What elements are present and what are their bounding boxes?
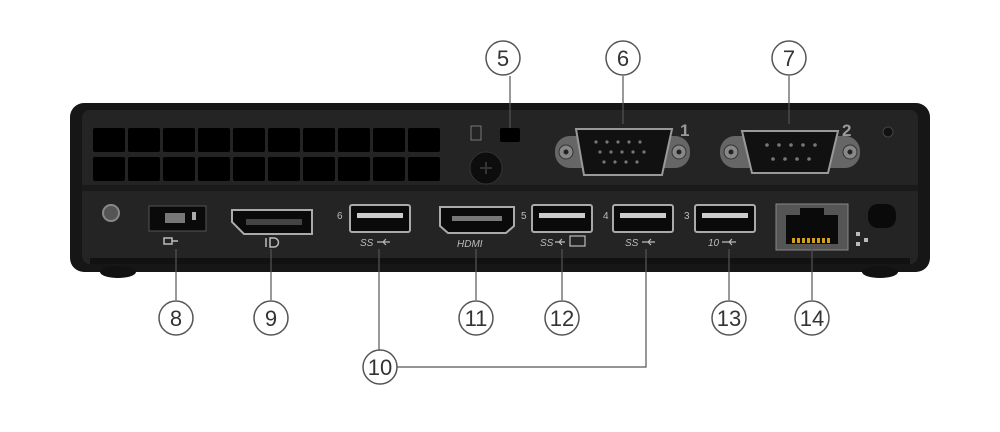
- callout-13: 13: [711, 300, 747, 336]
- svg-text:14: 14: [800, 306, 824, 331]
- usb-port-number-6: 6: [337, 211, 343, 222]
- thumbscrew: [469, 151, 503, 185]
- displayport-icon: [265, 237, 280, 248]
- usb-symbol-icon: [377, 238, 390, 246]
- usb-label-ss: SS: [540, 238, 554, 249]
- usb-port-number-5: 5: [521, 211, 527, 222]
- leader-lines: [175, 76, 813, 368]
- svg-text:6: 6: [617, 46, 629, 71]
- svg-text:7: 7: [783, 46, 795, 71]
- callout-12: 12: [544, 300, 580, 336]
- power-icon: [163, 237, 178, 245]
- usb-label-ss: SS: [360, 238, 374, 249]
- usb-port-number-4: 4: [603, 211, 609, 222]
- callout-8: 8: [158, 300, 194, 336]
- vga-port: [555, 128, 690, 176]
- callout-9: 9: [253, 300, 289, 336]
- callout-14: 14: [794, 300, 830, 336]
- svg-text:10: 10: [368, 355, 392, 380]
- ventilation-grille: [93, 128, 440, 181]
- usb-label-ss: SS: [625, 238, 639, 249]
- serial-port-label: 2: [842, 121, 851, 140]
- svg-text:5: 5: [497, 46, 509, 71]
- callout-11: 11: [458, 300, 494, 336]
- usb-port-5: [531, 204, 593, 233]
- usb-port-3: [694, 204, 756, 233]
- right-slot: [868, 204, 896, 228]
- svg-text:12: 12: [550, 306, 574, 331]
- svg-text:13: 13: [717, 306, 741, 331]
- hdmi-port: [439, 206, 515, 234]
- screw-hole: [882, 126, 894, 138]
- ethernet-port: [775, 203, 849, 251]
- usb-port-number-3: 3: [684, 211, 690, 222]
- callout-5: 5: [485, 40, 521, 76]
- vga-serial-label: 1: [680, 121, 689, 140]
- serial-port: [720, 130, 860, 174]
- security-lock-slot: [470, 125, 520, 142]
- callout-10: 10: [362, 349, 398, 385]
- usb-symbol-icon: [722, 238, 736, 246]
- keyboard-icon: [555, 235, 586, 247]
- network-icon: [856, 232, 868, 246]
- callout-6: 6: [605, 40, 641, 76]
- usb-symbol-icon: [642, 238, 655, 246]
- displayport-port: [231, 209, 313, 235]
- power-connector: [148, 205, 207, 232]
- callout-7: 7: [771, 40, 807, 76]
- hdmi-label: HDMI: [457, 239, 483, 250]
- svg-text:8: 8: [170, 306, 182, 331]
- power-button-icon: [102, 204, 120, 222]
- usb-label-10: 10: [708, 238, 720, 249]
- usb-port-4: [612, 204, 674, 233]
- usb-port-6: [349, 204, 411, 233]
- svg-text:11: 11: [465, 306, 488, 331]
- svg-text:9: 9: [265, 306, 277, 331]
